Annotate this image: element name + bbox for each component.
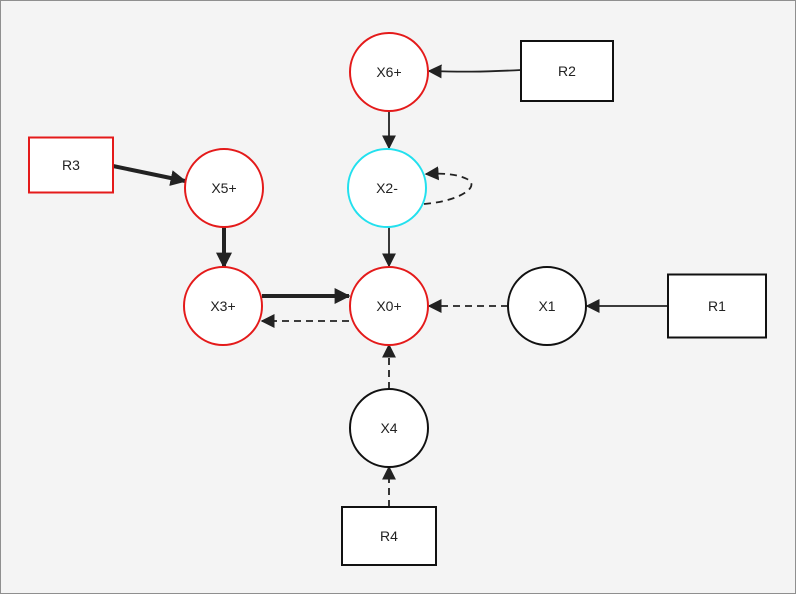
node-r2-box bbox=[520, 40, 614, 102]
node-r2[interactable]: R2 bbox=[520, 40, 614, 102]
node-x3-label: X3+ bbox=[210, 298, 235, 314]
node-x6-label: X6+ bbox=[376, 64, 401, 80]
node-x4-circle bbox=[349, 388, 429, 468]
node-x6-circle bbox=[349, 32, 429, 112]
edge-r2-to-x6 bbox=[427, 64, 522, 79]
edge-r3-to-x5 bbox=[112, 164, 187, 186]
node-r3-box bbox=[28, 136, 114, 194]
node-x1-label: X1 bbox=[538, 298, 555, 314]
node-x4-label: X4 bbox=[380, 420, 397, 436]
node-r3[interactable]: R3 bbox=[28, 136, 114, 194]
node-x2[interactable]: X2- bbox=[347, 148, 427, 228]
node-x3-circle bbox=[183, 266, 263, 346]
node-r4-label: R4 bbox=[380, 528, 398, 544]
node-x1[interactable]: X1 bbox=[507, 266, 587, 346]
node-x3[interactable]: X3+ bbox=[183, 266, 263, 346]
node-r1-label: R1 bbox=[708, 298, 726, 314]
node-x0-label: X0+ bbox=[376, 298, 401, 314]
node-x5[interactable]: X5+ bbox=[184, 148, 264, 228]
node-x5-label: X5+ bbox=[211, 180, 236, 196]
node-x0[interactable]: X0+ bbox=[349, 266, 429, 346]
node-x2-circle bbox=[347, 148, 427, 228]
node-x2-label: X2- bbox=[376, 180, 398, 196]
edge-x2-to-x2 bbox=[423, 166, 473, 205]
node-x4[interactable]: X4 bbox=[349, 388, 429, 468]
node-r3-label: R3 bbox=[62, 157, 80, 173]
node-r1[interactable]: R1 bbox=[667, 273, 767, 339]
node-x0-circle bbox=[349, 266, 429, 346]
node-r4-box bbox=[341, 506, 437, 566]
edges-layer bbox=[112, 64, 668, 507]
node-r1-box bbox=[667, 273, 767, 339]
node-r4[interactable]: R4 bbox=[341, 506, 437, 566]
node-x5-circle bbox=[184, 148, 264, 228]
node-x1-circle bbox=[507, 266, 587, 346]
node-r2-label: R2 bbox=[558, 63, 576, 79]
node-x6[interactable]: X6+ bbox=[349, 32, 429, 112]
